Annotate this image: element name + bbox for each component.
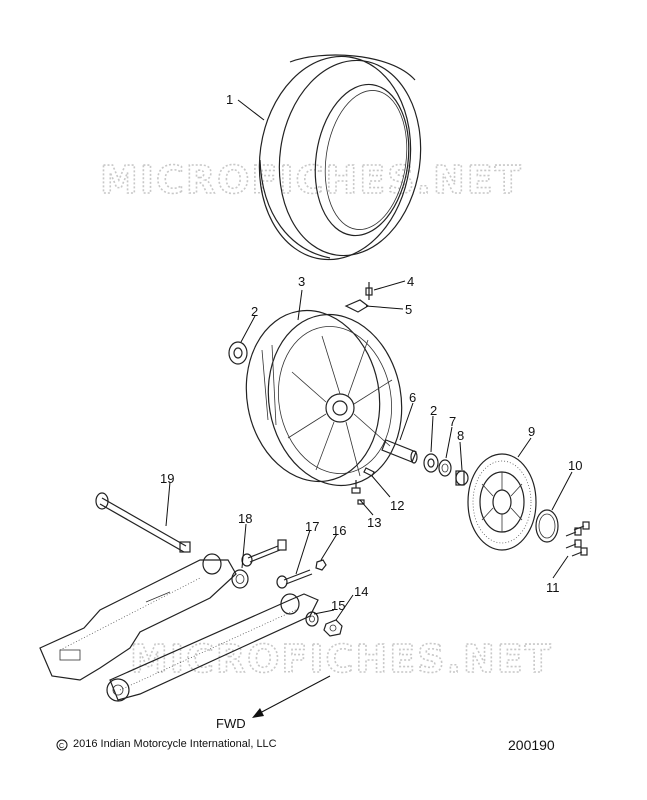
valve-cap (344, 299, 370, 313)
fwd-arrow (252, 675, 331, 718)
disc-bolts (565, 521, 590, 557)
seal (438, 459, 452, 477)
hub-cover (535, 509, 559, 543)
callout-12: 12 (390, 498, 404, 513)
fwd-label: FWD (216, 716, 246, 731)
callout-15: 15 (331, 598, 345, 613)
callout-13: 13 (367, 515, 381, 530)
callout-18: 18 (238, 511, 252, 526)
callout-16: 16 (332, 523, 346, 538)
callout-10: 10 (568, 458, 582, 473)
brake-disc (467, 453, 537, 551)
axle-spacer (381, 439, 418, 464)
callout-7: 7 (449, 414, 456, 429)
svg-text:C: C (59, 743, 64, 750)
callout-1: 1 (226, 92, 233, 107)
leader-lines (165, 99, 573, 621)
rear-wheel (245, 309, 403, 487)
shock-bolt (231, 539, 287, 589)
valve-stem (365, 282, 373, 300)
callout-6: 6 (409, 390, 416, 405)
callouts: 1 2 3 4 5 6 2 7 8 9 10 11 12 13 14 15 16… (160, 92, 582, 613)
callout-2-left: 2 (251, 304, 258, 319)
callout-11: 11 (546, 580, 560, 595)
copyright-icon: C (56, 739, 68, 751)
callout-8: 8 (457, 428, 464, 443)
axle (95, 492, 191, 553)
bearing-left (228, 341, 248, 365)
bearing-right (423, 453, 439, 473)
tire (258, 54, 422, 261)
callout-4: 4 (407, 274, 414, 289)
spacer (455, 470, 469, 486)
copyright-text: 2016 Indian Motorcycle International, LL… (73, 738, 277, 750)
watermark-bottom: MICROFICHES.NET (130, 637, 553, 681)
small-nut (315, 559, 327, 571)
washer (305, 611, 319, 627)
callout-5: 5 (405, 302, 412, 317)
diagram-number: 200190 (508, 737, 555, 753)
swingarm (39, 553, 319, 702)
callout-19: 19 (160, 471, 174, 486)
fasteners (351, 480, 365, 505)
callout-3: 3 (298, 274, 305, 289)
callout-14: 14 (354, 584, 368, 599)
clip (363, 467, 375, 477)
callout-2-right: 2 (430, 403, 437, 418)
callout-9: 9 (528, 424, 535, 439)
watermark-top: MICROFICHES.NET (100, 158, 523, 202)
nut (323, 619, 343, 637)
bolt (276, 569, 313, 589)
callout-17: 17 (305, 519, 319, 534)
